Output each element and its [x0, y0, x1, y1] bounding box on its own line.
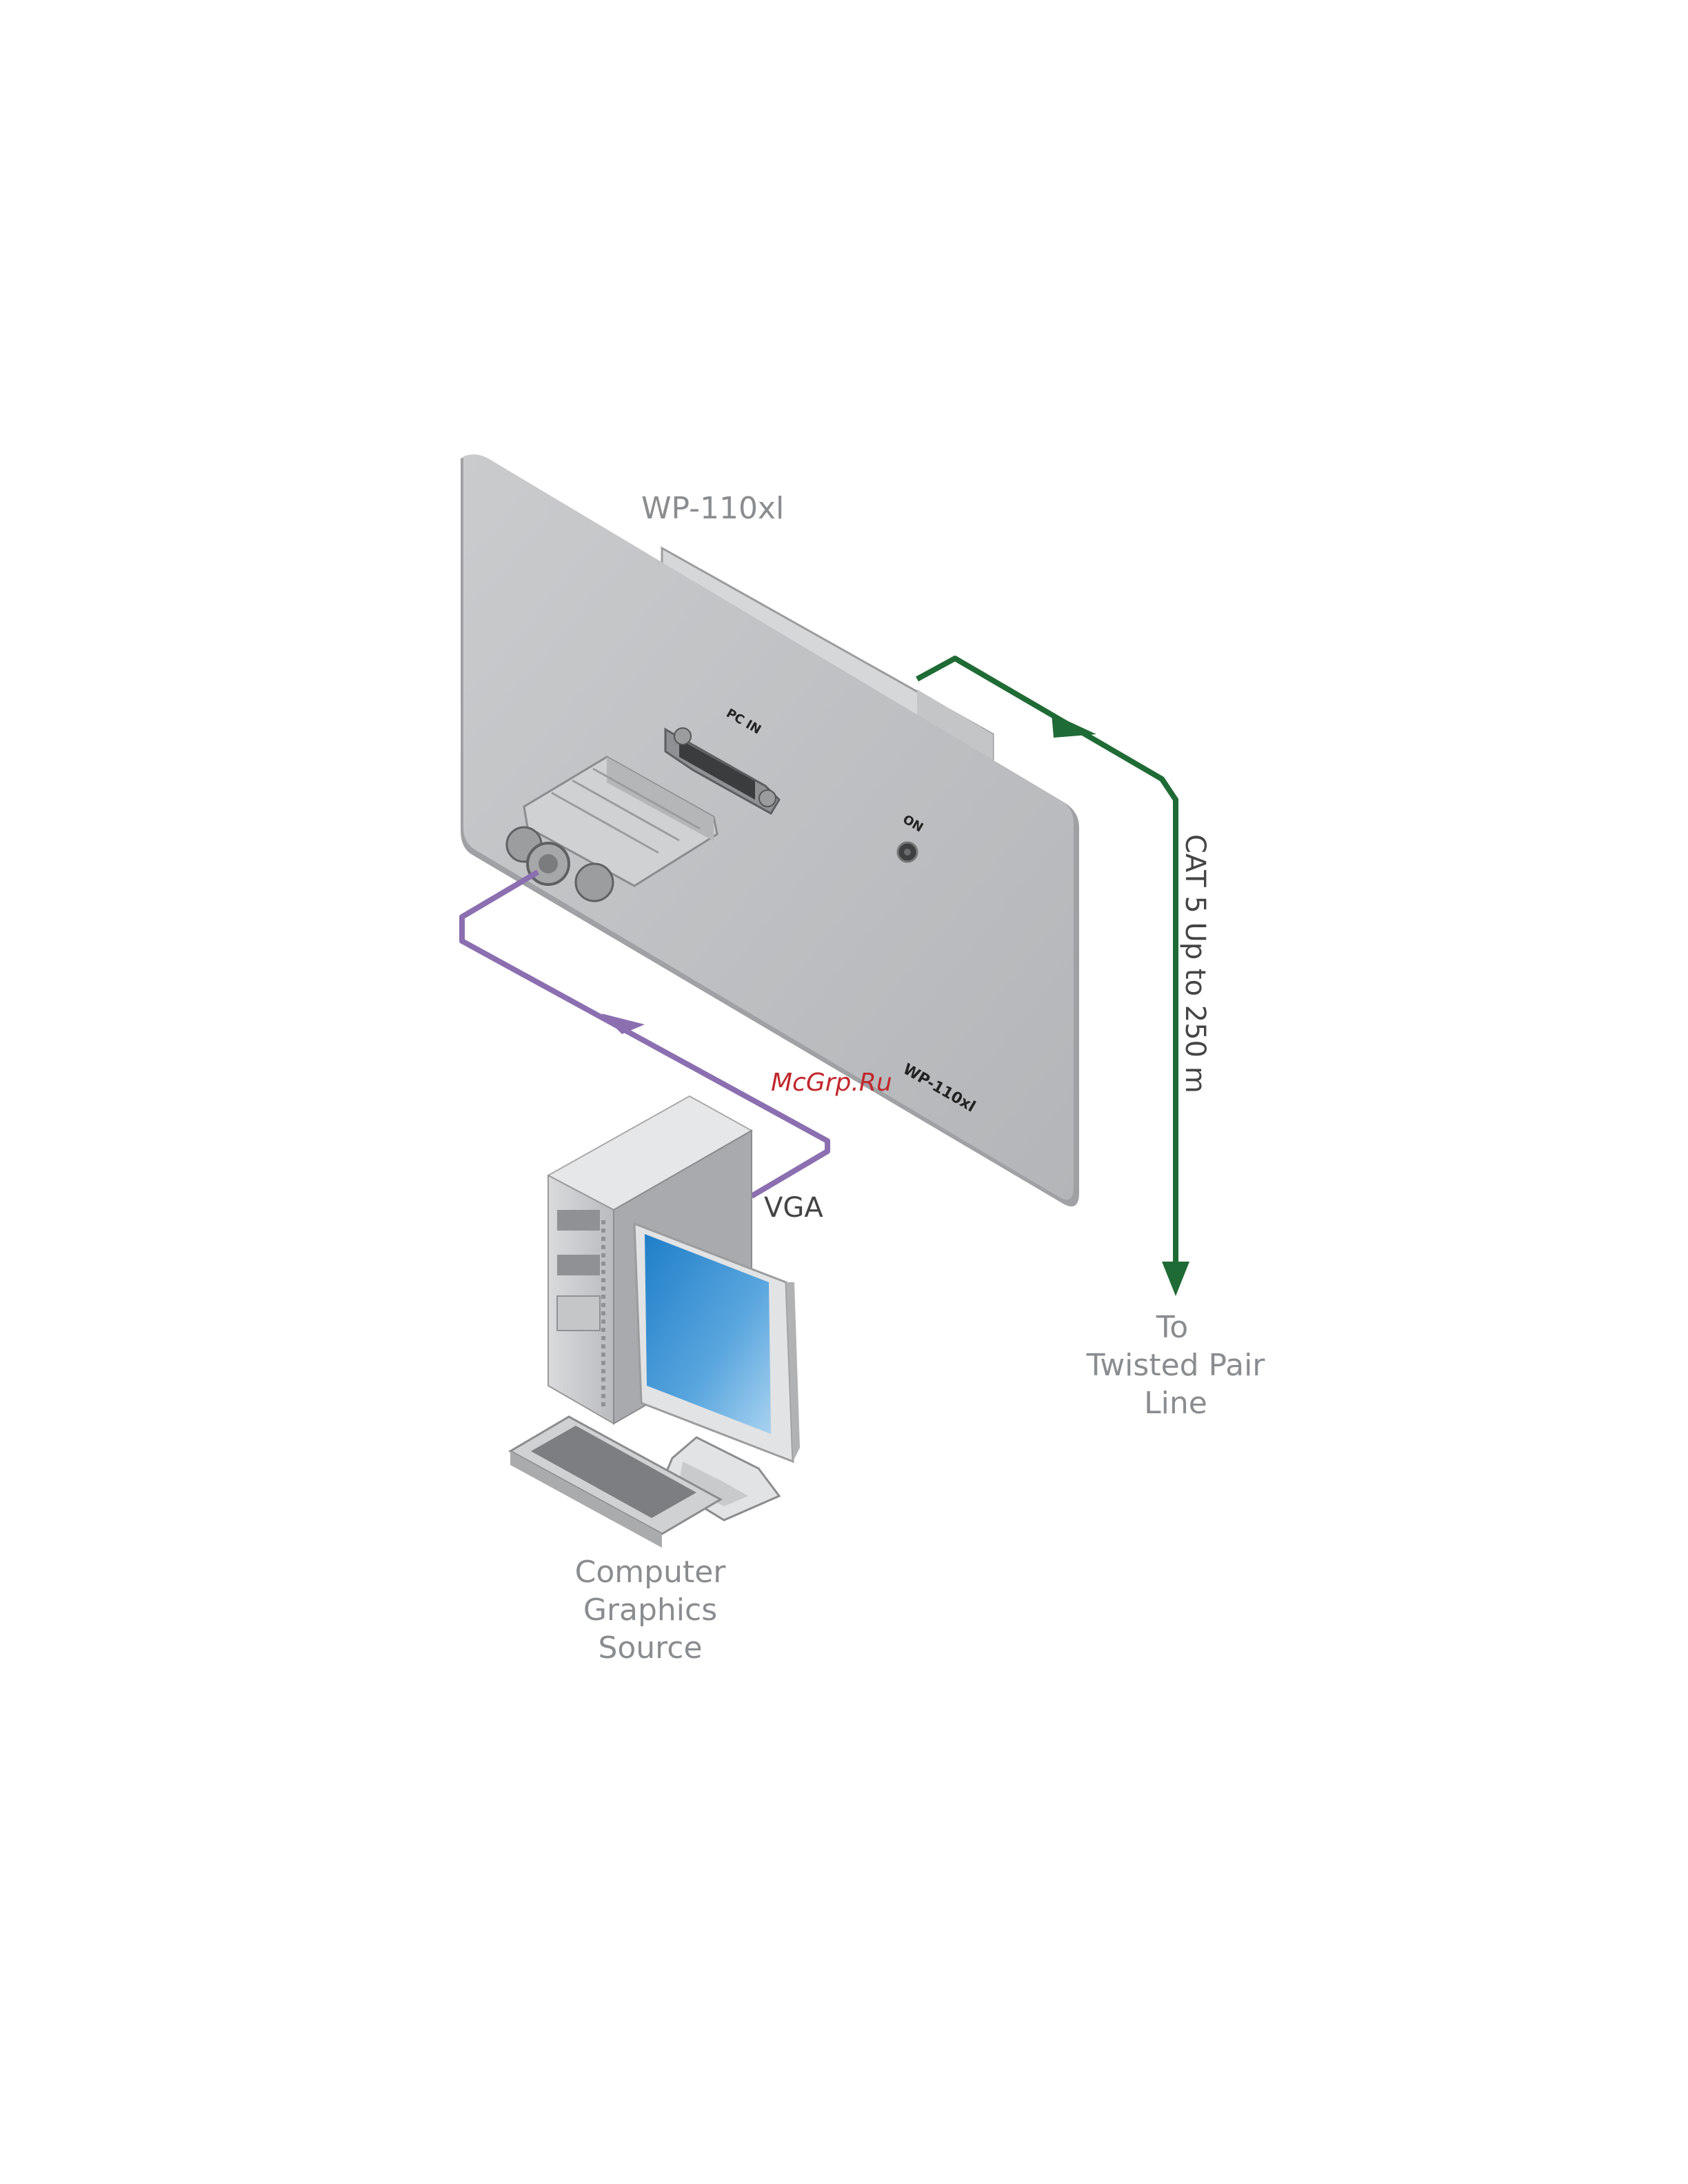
- source-line-3: Source: [598, 1630, 702, 1666]
- destination-label: To Twisted Pair Line: [1086, 1310, 1266, 1421]
- source-label: Computer Graphics Source: [575, 1555, 727, 1666]
- source-line-2: Graphics: [583, 1593, 717, 1628]
- thumbscrew-right-icon: [576, 864, 613, 901]
- vga-label: VGA: [764, 1192, 823, 1224]
- destination-line-1: To: [1156, 1310, 1188, 1345]
- destination-line-2: Twisted Pair: [1086, 1348, 1266, 1383]
- on-led: [898, 842, 917, 862]
- watermark: McGrp.Ru: [771, 1069, 892, 1097]
- model-label: WP-110xl: [641, 491, 784, 526]
- source-line-1: Computer: [575, 1555, 727, 1590]
- cat5-arrow-mid: [1052, 714, 1096, 738]
- destination-line-3: Line: [1144, 1386, 1207, 1421]
- cat5-label: CAT 5 Up to 250 m: [1179, 834, 1211, 1093]
- cat5-arrow-end: [1162, 1262, 1189, 1296]
- keyboard: [510, 1417, 721, 1548]
